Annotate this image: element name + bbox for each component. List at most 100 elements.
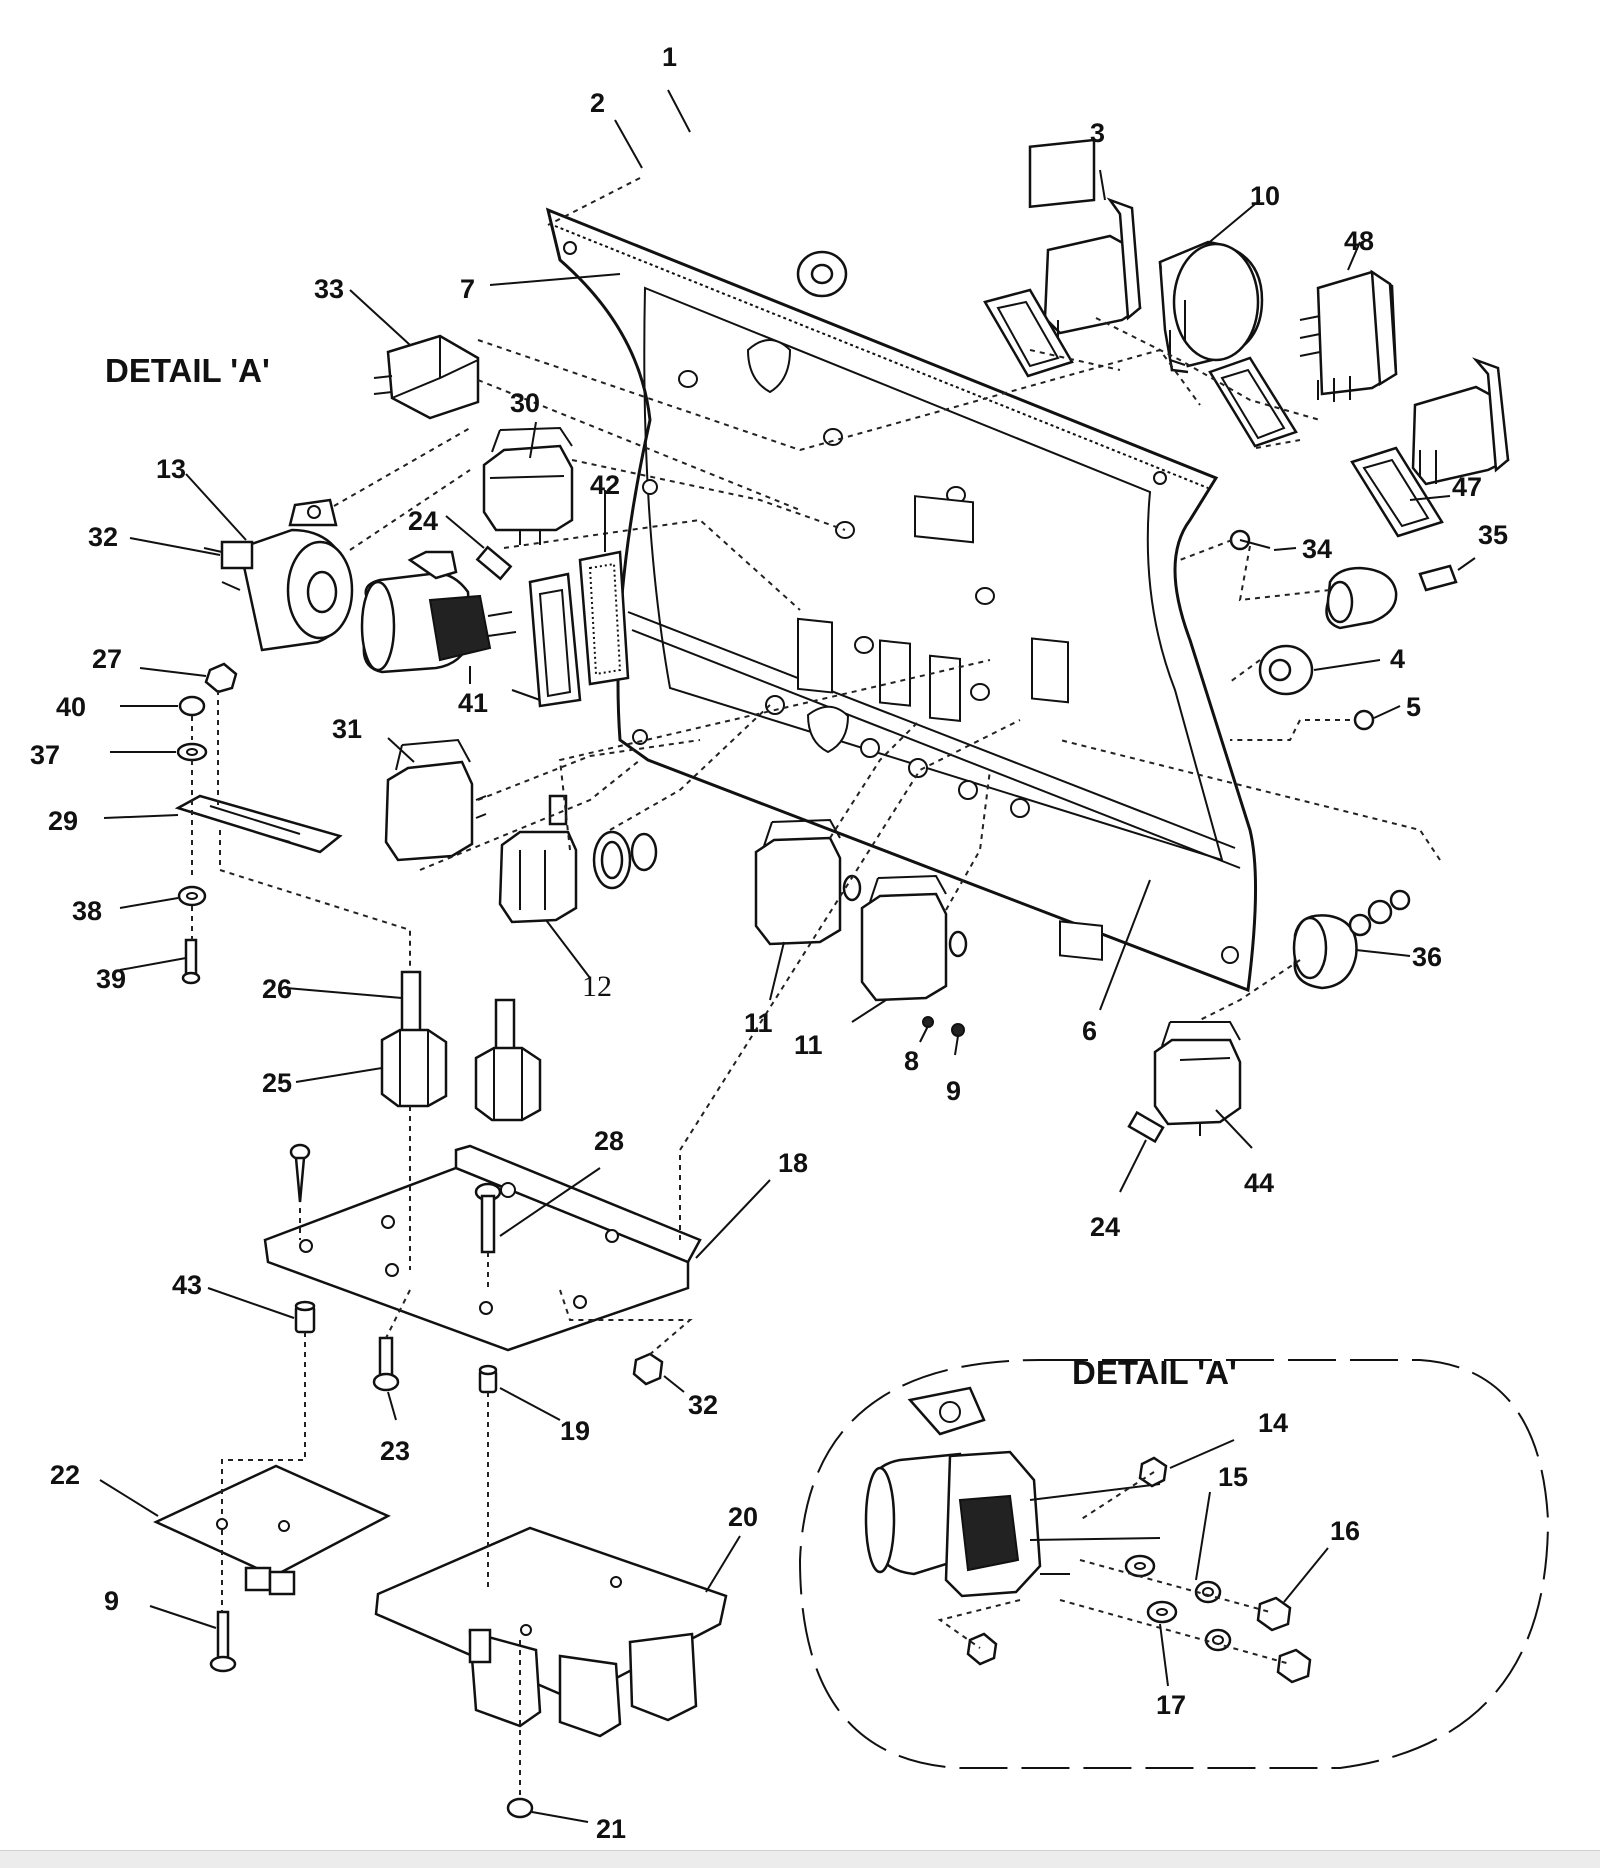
hour-meter-10 — [1158, 240, 1264, 374]
callout-47: 47 — [1452, 472, 1482, 502]
breaker-11-left — [754, 818, 862, 946]
screw-9-lower — [209, 1610, 237, 1673]
callout-24-upper: 24 — [408, 506, 438, 536]
nut-27 — [204, 662, 238, 694]
callout-13: 13 — [156, 454, 186, 484]
callout-12: 12 — [582, 970, 612, 1003]
bottom-scroll-strip — [0, 1850, 1600, 1868]
callout-36: 36 — [1412, 942, 1442, 972]
callout-11-right: 11 — [794, 1030, 823, 1060]
solenoid-13 — [203, 498, 354, 652]
bracket-29 — [174, 794, 343, 854]
callout-34: 34 — [1302, 534, 1332, 564]
washer-37 — [176, 742, 208, 762]
mount-25-left — [380, 970, 448, 1108]
callout-15: 15 — [1218, 1462, 1248, 1492]
callout-20: 20 — [728, 1502, 758, 1532]
callout-40: 40 — [56, 692, 86, 722]
screw-9-mid — [951, 1023, 965, 1037]
gasket-41 — [528, 572, 582, 708]
switch-44 — [1153, 1021, 1242, 1136]
callout-18: 18 — [778, 1148, 808, 1178]
callout-33: 33 — [314, 274, 344, 304]
callout-5: 5 — [1406, 692, 1421, 722]
washer-38 — [177, 885, 207, 907]
indicator-lamp-35 — [1325, 564, 1458, 630]
callout-1: 1 — [662, 42, 677, 72]
spacer-43 — [294, 1300, 316, 1334]
assembly-lines — [191, 177, 1441, 1798]
nut-32-lower — [632, 1352, 664, 1386]
callout-14: 14 — [1258, 1408, 1288, 1438]
screw-39 — [181, 938, 201, 985]
breaker-30 — [482, 426, 574, 545]
callout-labels: 1 2 3 10 48 7 33 30 13 32 24 42 47 34 35… — [30, 42, 1508, 1844]
callout-35: 35 — [1478, 520, 1508, 550]
callout-10: 10 — [1250, 181, 1280, 211]
callout-27: 27 — [92, 644, 122, 674]
callout-25: 25 — [262, 1068, 292, 1098]
callout-29: 29 — [48, 806, 78, 836]
callout-22: 22 — [50, 1460, 80, 1490]
callout-37: 37 — [30, 740, 60, 770]
rocker-switch-3 — [1028, 138, 1142, 346]
callout-30: 30 — [510, 388, 540, 418]
callout-48: 48 — [1344, 226, 1374, 256]
callout-9-lower: 9 — [104, 1586, 119, 1616]
callout-7: 7 — [460, 274, 475, 304]
callout-11-left: 11 — [744, 1008, 773, 1038]
callout-23: 23 — [380, 1436, 410, 1466]
callout-32: 32 — [88, 522, 118, 552]
switch-gasket-47 — [1350, 446, 1444, 538]
callout-16: 16 — [1330, 1516, 1360, 1546]
callout-43: 43 — [172, 1270, 202, 1300]
callout-44: 44 — [1244, 1168, 1274, 1198]
callout-9-mid: 9 — [946, 1076, 961, 1106]
gasket-42 — [578, 550, 630, 686]
screw-8 — [922, 1016, 934, 1028]
rheostat-36 — [1292, 889, 1411, 990]
callout-2: 2 — [590, 88, 605, 118]
callout-39: 39 — [96, 964, 126, 994]
callout-21: 21 — [596, 1814, 626, 1844]
control-panel — [545, 207, 1258, 993]
callout-32-lower: 32 — [688, 1390, 718, 1420]
spacer-19 — [478, 1364, 498, 1394]
screw-23 — [372, 1336, 400, 1392]
callout-42: 42 — [590, 470, 620, 500]
callout-4: 4 — [1390, 644, 1405, 674]
breaker-11-right — [860, 874, 968, 1002]
receptacle-12 — [498, 794, 658, 924]
detail-a-title-inset: DETAIL 'A' — [1072, 1354, 1237, 1391]
panel-grommet — [796, 250, 848, 298]
base-tray-18 — [263, 1144, 702, 1352]
callout-19: 19 — [560, 1416, 590, 1446]
nut-21 — [506, 1797, 534, 1819]
rocker-switch-47 — [1411, 357, 1510, 486]
callout-28: 28 — [594, 1126, 624, 1156]
breaker-31 — [384, 738, 487, 862]
detail-a-inset — [798, 1359, 1550, 1769]
callout-8: 8 — [904, 1046, 919, 1076]
grommet-4 — [1258, 644, 1314, 696]
callout-3: 3 — [1090, 118, 1105, 148]
mount-25-right — [474, 998, 542, 1122]
pin-24-upper — [475, 545, 513, 581]
pcb-20 — [374, 1526, 728, 1738]
callout-17: 17 — [1156, 1690, 1186, 1720]
starter-motor-assembly — [360, 550, 517, 684]
rocker-switch-48 — [1299, 269, 1398, 402]
pin-24-lower — [1127, 1110, 1165, 1144]
lockwasher-40 — [178, 695, 206, 717]
relay-33 — [373, 334, 480, 420]
pcb-22 — [153, 1464, 391, 1596]
screw-top-tray — [289, 1143, 311, 1203]
callout-38: 38 — [72, 896, 102, 926]
meter-gasket-10 — [1208, 356, 1298, 448]
callout-24-lower: 24 — [1090, 1212, 1120, 1242]
leader-lines — [99, 89, 1476, 1823]
callout-41: 41 — [458, 688, 488, 718]
callout-26: 26 — [262, 974, 292, 1004]
nut-5 — [1353, 709, 1375, 731]
